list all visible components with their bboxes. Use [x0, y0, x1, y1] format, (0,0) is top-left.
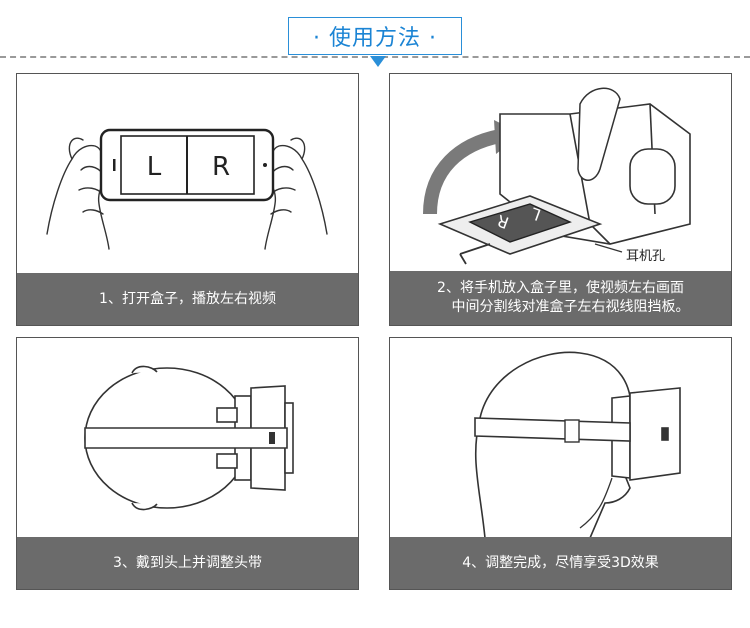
pointer-triangle-icon	[370, 56, 386, 67]
header: · 使用方法 ·	[0, 0, 750, 72]
page-title: · 使用方法 ·	[313, 26, 437, 51]
phone-into-box-illustration: R L 耳机孔	[423, 87, 691, 265]
hands-holding-phone-illustration: L R	[46, 128, 328, 250]
step-3-caption: 3、戴到头上并调整头带	[17, 537, 358, 589]
step-2-caption: 2、将手机放入盒子里，使视频左右画面 中间分割线对准盒子左右视线阻挡板。	[390, 271, 731, 325]
title-box: · 使用方法 ·	[288, 17, 462, 55]
earphone-jack-label: 耳机孔	[626, 249, 665, 264]
top-view-head-illustration	[84, 365, 294, 511]
step-panel-3: 3、戴到头上并调整头带	[16, 337, 359, 590]
screen-right-label: R	[212, 152, 230, 182]
step-panel-2: R L 耳机孔 2、将手机放入盒子里，使视频左右画面 中间分割线对准盒子左右视线…	[389, 73, 732, 326]
side-view-head-illustration	[474, 351, 681, 538]
step-panel-1: L R 1、打开盒子，播放左右视频	[16, 73, 359, 326]
step-4-caption: 4、调整完成，尽情享受3D效果	[390, 537, 731, 589]
step-2-caption-line1: 2、将手机放入盒子里，使视频左右画面	[437, 280, 684, 296]
step-2-caption-line2: 中间分割线对准盒子左右视线阻挡板。	[451, 299, 690, 315]
down-arrow-icon	[459, 243, 491, 265]
screen-left-label: L	[147, 152, 162, 182]
step-1-caption: 1、打开盒子，播放左右视频	[17, 273, 358, 325]
step-panel-4: 4、调整完成，尽情享受3D效果	[389, 337, 732, 590]
curved-arrow-icon	[423, 129, 502, 215]
